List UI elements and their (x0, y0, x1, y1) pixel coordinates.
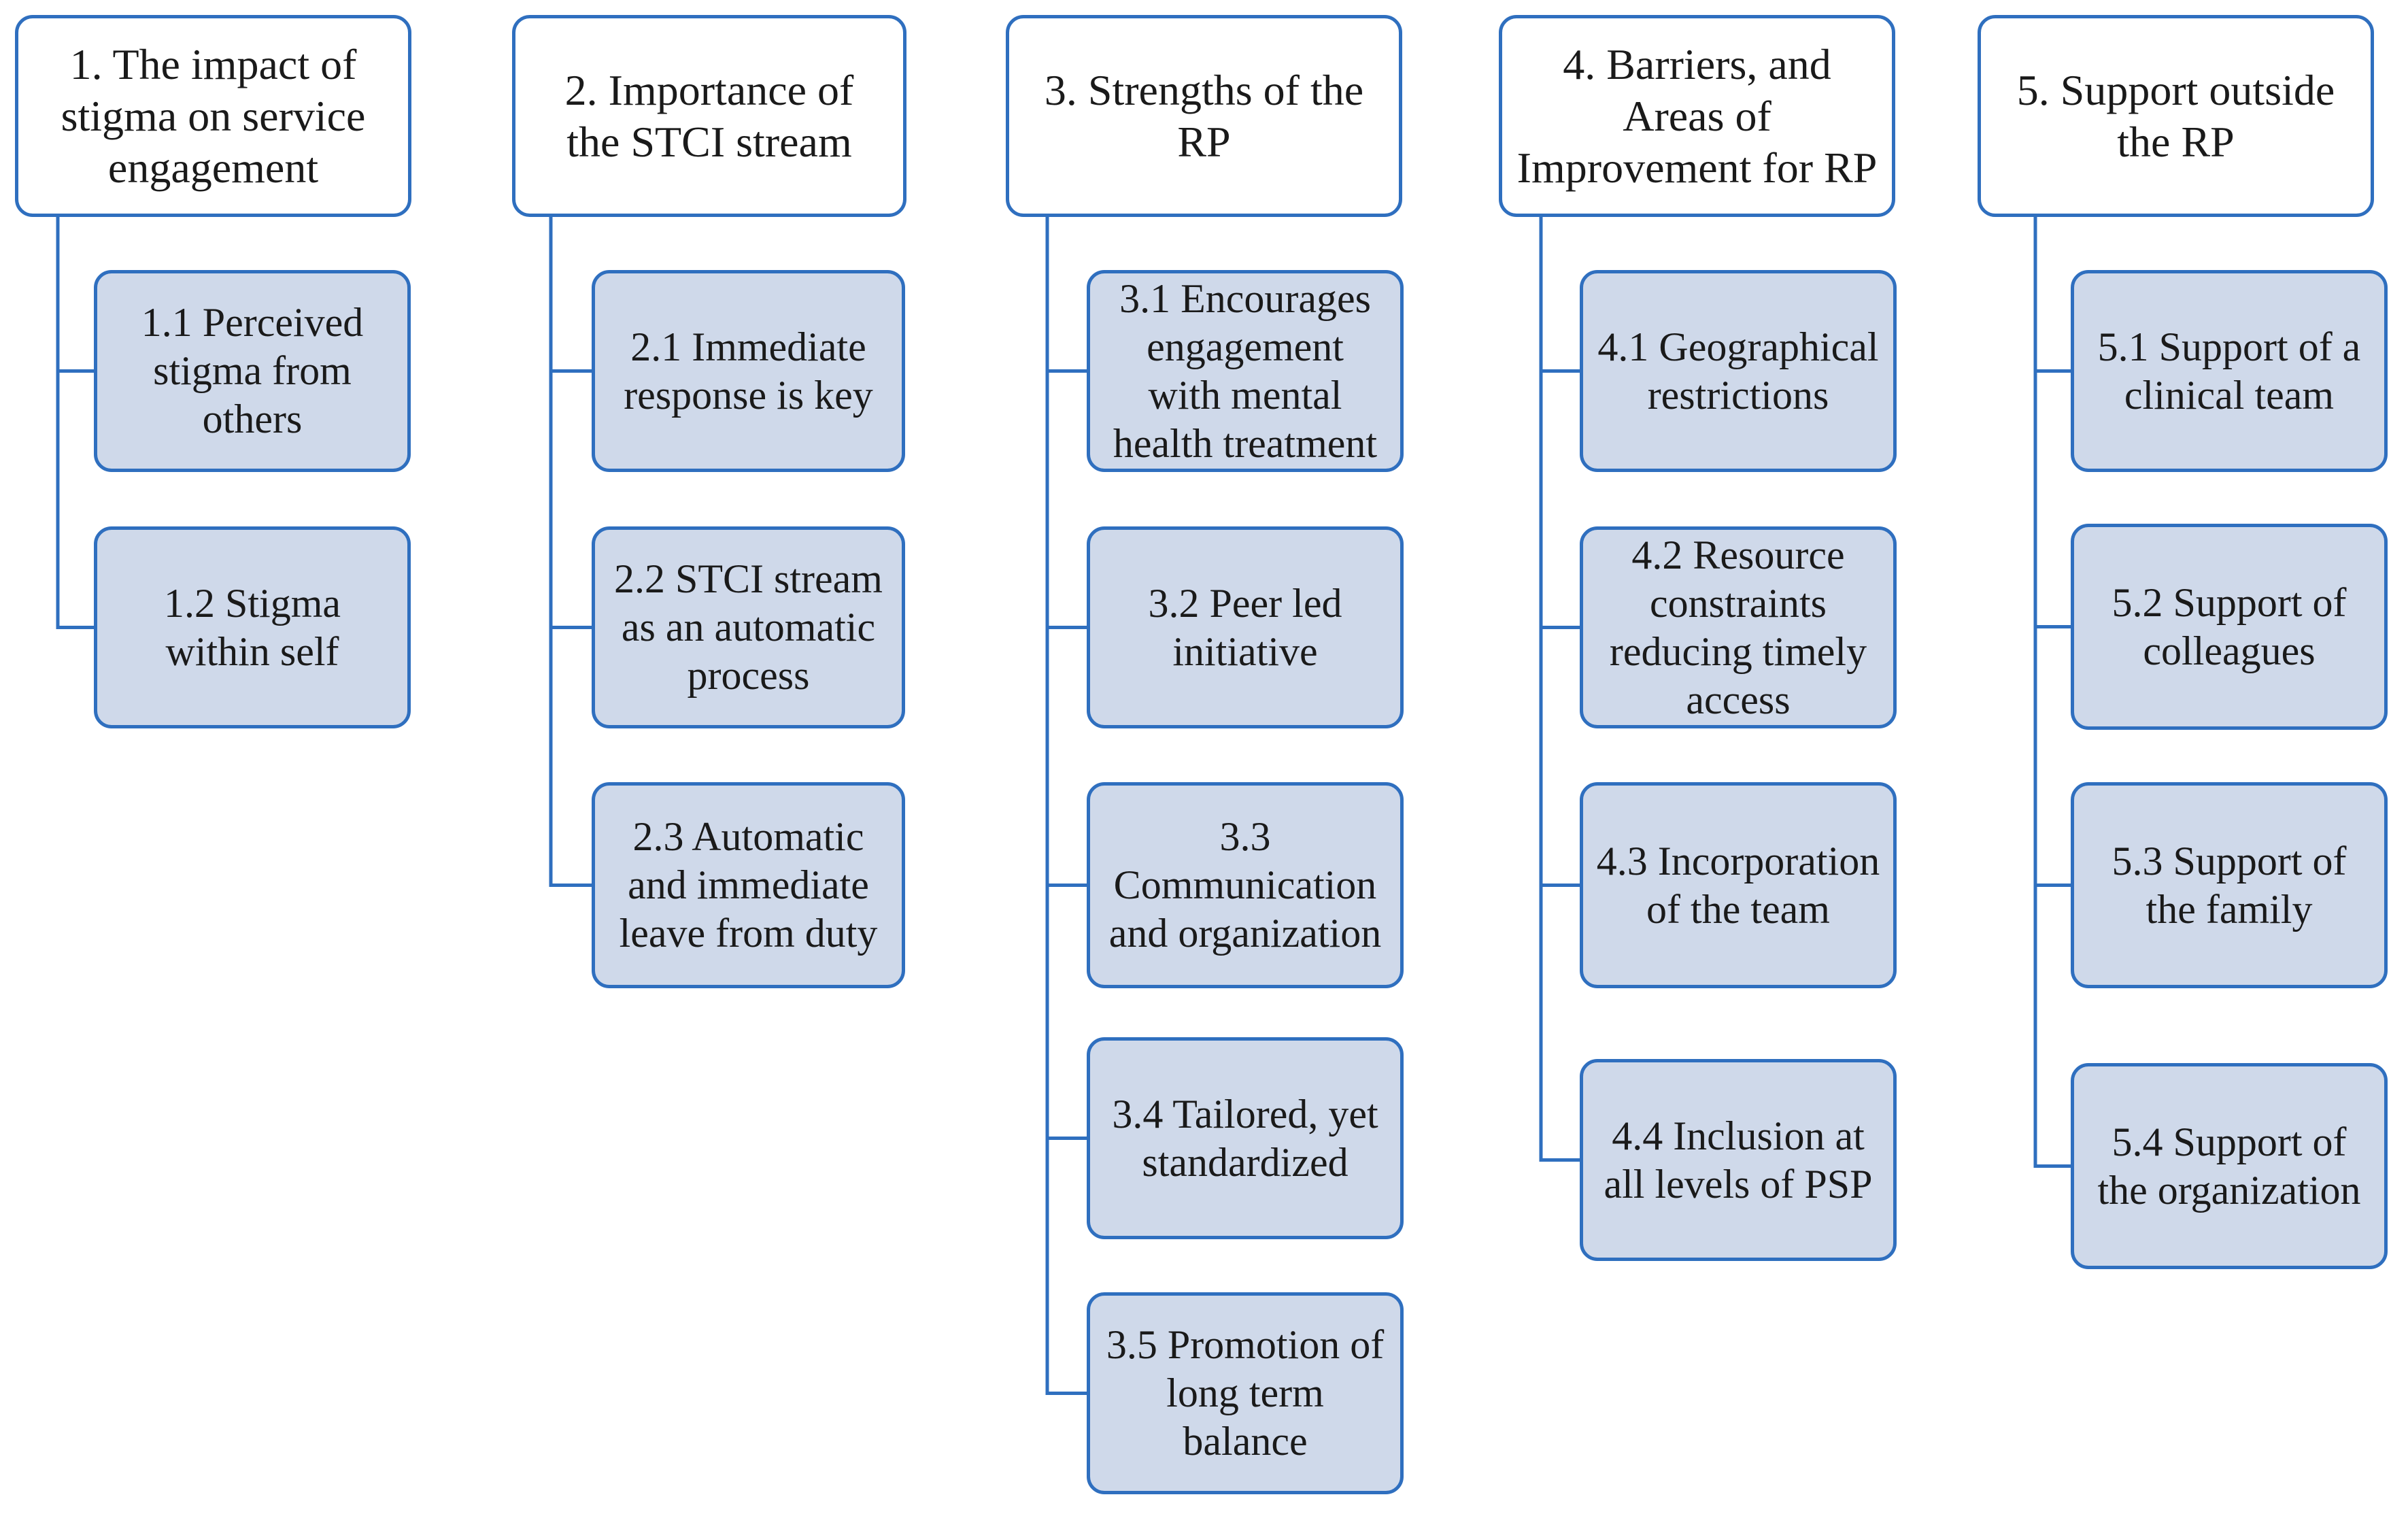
subtheme-3-3-box: 3.3 Communication and organization (1087, 782, 1404, 988)
subtheme-3-2-box: 3.2 Peer led initiative (1087, 526, 1404, 728)
theme-5-box: 5. Support outside the RP (1978, 15, 2374, 217)
subtheme-3-5-box: 3.5 Promotion of long term balance (1087, 1292, 1404, 1494)
subtheme-1-2-box: 1.2 Stigma within self (94, 526, 411, 728)
subtheme-5-4-box: 5.4 Support of the organization (2071, 1063, 2388, 1269)
theme-2-box: 2. Importance of the STCI stream (512, 15, 906, 217)
subtheme-3-4-box: 3.4 Tailored, yet standardized (1087, 1037, 1404, 1239)
theme-4-box: 4. Barriers, and Areas of Improvement fo… (1499, 15, 1895, 217)
subtheme-3-1-box: 3.1 Encourages engagement with mental he… (1087, 270, 1404, 472)
theme-1-box: 1. The impact of stigma on service engag… (15, 15, 411, 217)
theme-3-box: 3. Strengths of the RP (1006, 15, 1402, 217)
subtheme-5-1-box: 5.1 Support of a clinical team (2071, 270, 2388, 472)
subtheme-5-2-box: 5.2 Support of colleagues (2071, 524, 2388, 730)
subtheme-2-2-box: 2.2 STCI stream as an automatic process (592, 526, 905, 728)
subtheme-4-1-box: 4.1 Geographical restrictions (1580, 270, 1897, 472)
subtheme-5-3-box: 5.3 Support of the family (2071, 782, 2388, 988)
subtheme-4-4-box: 4.4 Inclusion at all levels of PSP (1580, 1059, 1897, 1261)
subtheme-2-3-box: 2.3 Automatic and immediate leave from d… (592, 782, 905, 988)
subtheme-1-1-box: 1.1 Perceived stigma from others (94, 270, 411, 472)
subtheme-4-2-box: 4.2 Resource constraints reducing timely… (1580, 526, 1897, 728)
subtheme-4-3-box: 4.3 Incorporation of the team (1580, 782, 1897, 988)
subtheme-2-1-box: 2.1 Immediate response is key (592, 270, 905, 472)
